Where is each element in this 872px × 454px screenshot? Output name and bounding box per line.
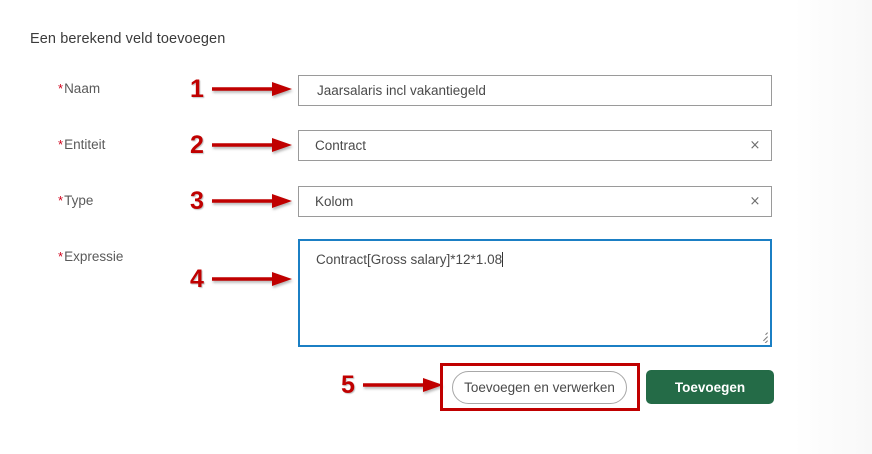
toevoegen-button[interactable]: Toevoegen — [646, 370, 774, 404]
required-asterisk: * — [58, 81, 64, 96]
expressie-textarea[interactable]: Contract[Gross salary]*12*1.08 — [298, 239, 772, 347]
type-select[interactable]: Kolom × — [298, 186, 772, 217]
annotation-arrow-3 — [212, 192, 294, 210]
label-naam-text: Naam — [64, 81, 101, 96]
entiteit-select[interactable]: Contract × — [298, 130, 772, 161]
required-asterisk: * — [58, 137, 64, 152]
naam-input-value[interactable]: Jaarsalaris incl vakantiegeld — [317, 83, 486, 98]
annotation-arrow-4 — [212, 270, 294, 288]
label-entiteit: *Entiteit — [58, 137, 105, 152]
label-type: *Type — [58, 193, 93, 208]
label-naam: *Naam — [58, 81, 100, 96]
text-caret — [502, 252, 504, 267]
clear-icon[interactable]: × — [749, 138, 761, 153]
annotation-number-3: 3 — [190, 187, 204, 215]
page-edge-shading — [794, 0, 872, 454]
naam-input[interactable]: Jaarsalaris incl vakantiegeld — [298, 75, 772, 106]
annotation-arrow-5 — [363, 376, 445, 394]
expressie-textarea-value-wrap[interactable]: Contract[Gross salary]*12*1.08 — [300, 241, 770, 267]
annotation-number-5: 5 — [341, 371, 355, 399]
label-type-text: Type — [64, 193, 94, 208]
annotation-number-1: 1 — [190, 75, 204, 103]
page-title: Een berekend veld toevoegen — [30, 31, 226, 47]
clear-icon[interactable]: × — [749, 194, 761, 209]
label-expressie: *Expressie — [58, 249, 123, 264]
annotation-arrow-1 — [212, 80, 294, 98]
required-asterisk: * — [58, 249, 64, 264]
label-entiteit-text: Entiteit — [64, 137, 106, 152]
expressie-textarea-value[interactable]: Contract[Gross salary]*12*1.08 — [316, 252, 503, 267]
resize-handle-icon[interactable] — [755, 330, 768, 343]
entiteit-select-value[interactable]: Contract — [315, 138, 367, 153]
type-select-value[interactable]: Kolom — [315, 194, 354, 209]
required-asterisk: * — [58, 193, 64, 208]
annotation-arrow-2 — [212, 136, 294, 154]
annotation-number-2: 2 — [190, 131, 204, 159]
label-expressie-text: Expressie — [64, 249, 124, 264]
annotation-number-4: 4 — [190, 265, 204, 293]
toevoegen-en-verwerken-button[interactable]: Toevoegen en verwerken — [452, 371, 627, 404]
